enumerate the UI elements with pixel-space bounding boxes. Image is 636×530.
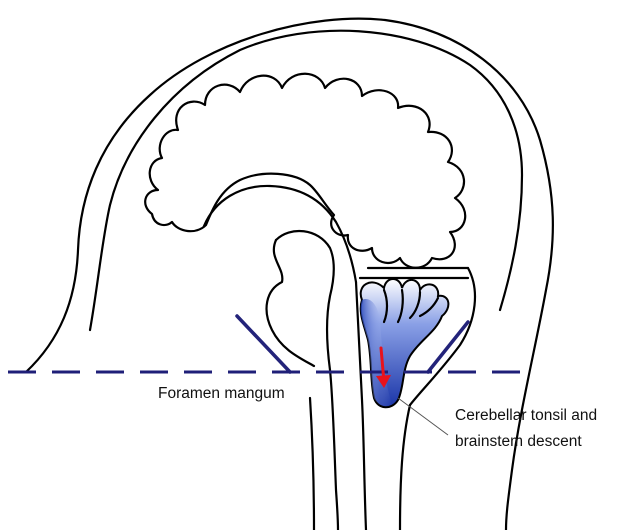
descent-label-line1: Cerebellar tonsil and [455, 407, 597, 424]
spinal-canal-left [310, 398, 314, 530]
skull-inner-outline [90, 31, 522, 330]
descent-label-line2: brainstem descent [455, 433, 582, 450]
pons-bulge [267, 240, 314, 366]
brainstem-front [276, 231, 338, 530]
spinal-canal-right [400, 405, 410, 530]
foramen-label: Foramen mangum [158, 385, 285, 402]
cerebrum-outline [145, 74, 465, 268]
scalp-outline [26, 19, 553, 530]
